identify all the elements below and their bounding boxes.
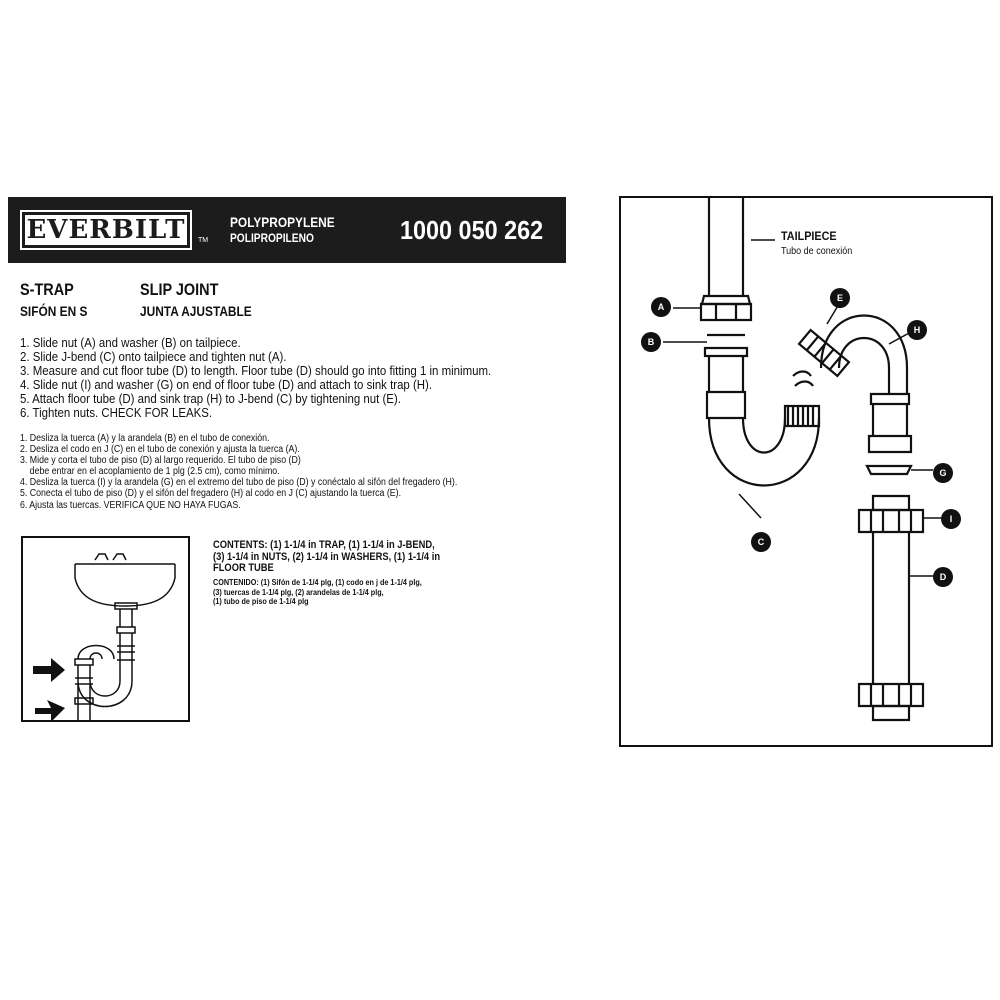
model-number: 1000 050 262 [400,215,544,245]
contents-line: (3) 1-1/4 in NUTS, (2) 1-1/4 in WASHERS,… [213,550,441,563]
step-en: 1. Slide nut (A) and washer (B) on tailp… [20,335,241,350]
step-es: 2. Desliza el codo en J (C) en el tubo d… [20,444,300,456]
parts-diagram: TAILPIECE Tubo de conexión A B C D E G H… [619,196,993,747]
instructions-es: 1. Desliza la tuerca (A) y la arandela (… [20,433,517,511]
contents-es: CONTENIDO: (1) Sifón de 1-1/4 plg, (1) c… [213,577,459,607]
joint-type-es: JUNTA AJUSTABLE [140,303,252,319]
brand-logo: EVERBILT [20,210,192,250]
trap-type-es: SIFÓN EN S [20,303,88,319]
sink-illustration [21,536,190,722]
step-es: 1. Desliza la tuerca (A) y la arandela (… [20,433,270,444]
trap-type-en: S-TRAP [20,280,74,299]
step-es: 3. Mide y corta el tubo de piso (D) al l… [20,455,301,467]
instructions-en: 1. Slide nut (A) and washer (B) on tailp… [20,336,555,420]
step-es: debe entrar en el acoplamiento de 1 plg … [29,466,280,478]
callout-b: B [641,332,661,352]
callout-a: A [651,297,671,317]
joint-type-en: SLIP JOINT [140,280,219,299]
step-en: 3. Measure and cut floor tube (D) to len… [20,363,492,378]
contents-line: (1) tubo de piso de 1-1/4 plg [213,596,309,606]
trap-parts-drawing [663,198,941,722]
contents-en: CONTENTS: (1) 1-1/4 in TRAP, (1) 1-1/4 i… [213,539,480,575]
callout-d: D [933,567,953,587]
callout-i: I [941,509,961,529]
leader-lines [663,303,941,577]
sink-drawing [33,553,176,722]
material-en: POLYPROPYLENE [230,214,335,230]
product-header: EVERBILT TM POLYPROPYLENE POLIPROPILENO … [8,197,566,263]
step-en: 5. Attach floor tube (D) and sink trap (… [20,391,401,406]
step-en: 2. Slide J-bend (C) onto tailpiece and t… [20,349,287,364]
step-en: 6. Tighten nuts. CHECK FOR LEAKS. [20,405,213,420]
step-es: 6. Ajusta las tuercas. VERIFICA QUE NO H… [20,499,241,511]
contents-line: CONTENIDO: (1) Sifón de 1-1/4 plg, (1) c… [213,577,422,587]
callout-c: C [751,532,771,552]
callout-h: H [907,320,927,340]
contents-line: CONTENTS: (1) 1-1/4 in TRAP, (1) 1-1/4 i… [213,539,435,551]
contents-line: FLOOR TUBE [213,562,274,574]
tailpiece-label-es: Tubo de conexión [781,246,853,257]
trademark-mark: TM [198,237,209,244]
material-es: POLIPROPILENO [230,231,314,245]
tailpiece-label: TAILPIECE [781,229,837,243]
callout-g: G [933,463,953,483]
pointer-arrows [33,658,65,722]
step-en: 4. Slide nut (I) and washer (G) on end o… [20,377,433,392]
contents-line: (3) tuercas de 1-1/4 plg, (2) arandelas … [213,586,384,597]
step-es: 5. Conecta el tubo de piso (D) y el sifó… [20,488,402,500]
step-es: 4. Desliza la tuerca (I) y la arandela (… [20,477,458,489]
brand-name: EVERBILT [25,215,187,245]
callout-e: E [830,288,850,308]
